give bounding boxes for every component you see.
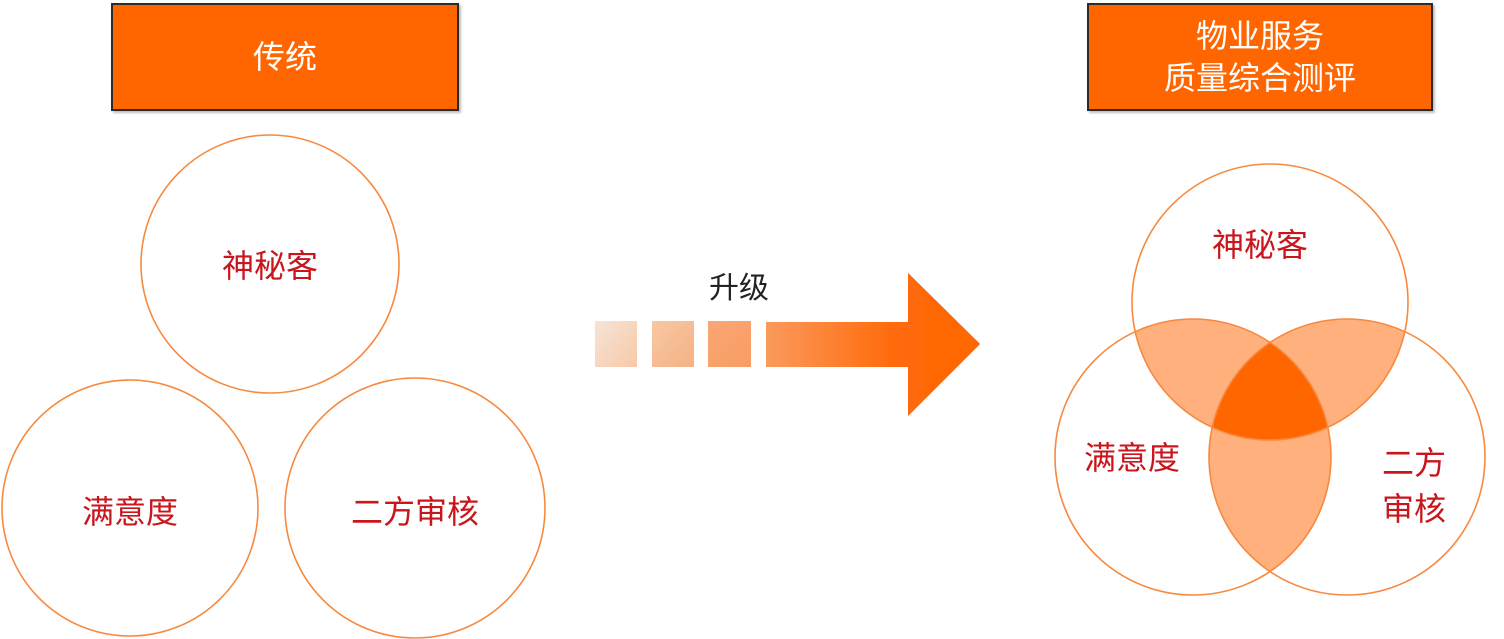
circle-mystery-shopper [140,134,400,394]
venn-label-second-party-audit-line2: 审核 [1381,490,1447,528]
venn-circle-mystery-shopper [1131,163,1409,441]
comprehensive-title-line1: 物业服务 [1195,17,1324,55]
comprehensive-title-box: 物业服务 质量综合测评 [1087,3,1433,111]
traditional-title-box: 传统 [111,3,459,111]
circle-second-party-audit [284,377,546,639]
venn-circle-second-party-audit [1208,318,1486,596]
comprehensive-title-line2: 质量综合测评 [1163,59,1356,97]
venn-diagram [1054,163,1486,596]
venn-circle-satisfaction [1054,318,1332,596]
label-mystery-shopper: 神秘客 [221,247,319,285]
venn-label-mystery-shopper: 神秘客 [1211,226,1309,264]
traditional-circles [1,134,546,639]
circle-satisfaction [1,379,259,637]
traditional-title: 传统 [252,38,317,76]
label-satisfaction: 满意度 [81,493,179,531]
arrow-right-icon [595,273,980,416]
label-second-party-audit: 二方审核 [350,493,480,531]
upgrade-label: 升级 [709,271,769,306]
venn-label-satisfaction: 满意度 [1083,439,1181,477]
venn-label-second-party-audit: 二方 审核 [1382,440,1446,532]
venn-label-second-party-audit-line1: 二方 [1381,444,1447,482]
